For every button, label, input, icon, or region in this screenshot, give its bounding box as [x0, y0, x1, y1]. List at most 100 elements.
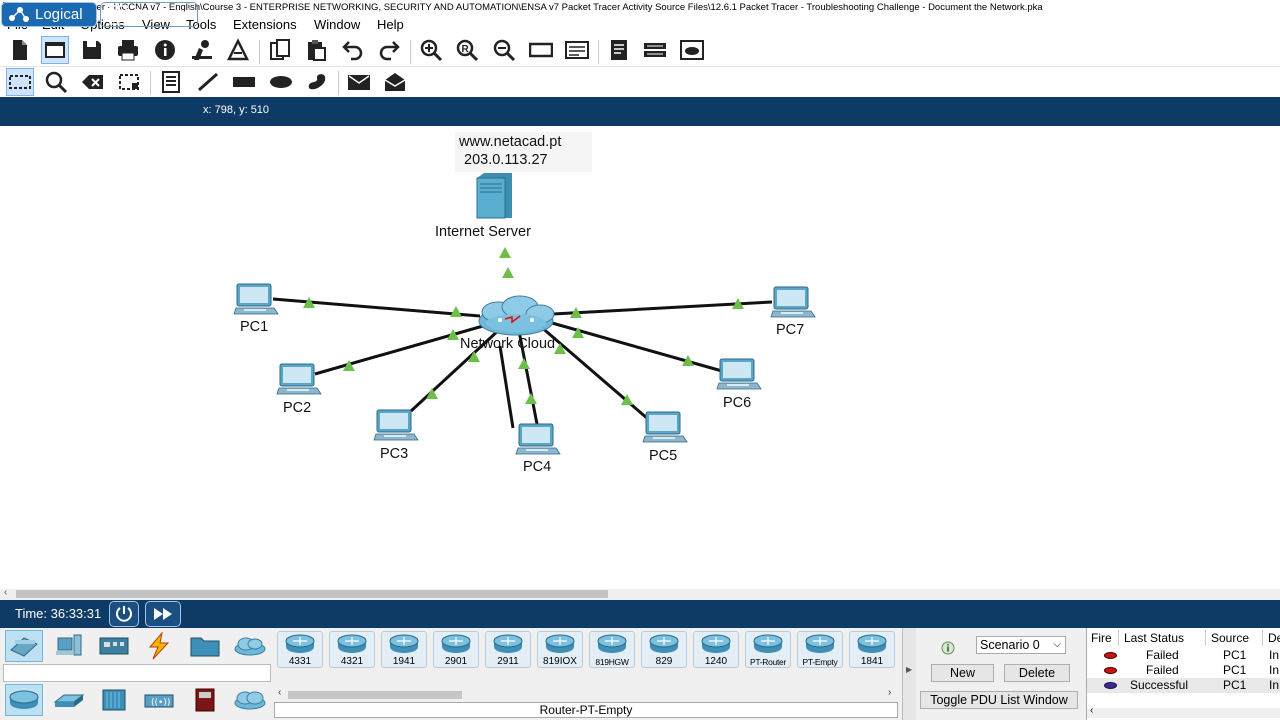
- scroll-left-arrow-icon[interactable]: ‹: [1090, 705, 1094, 716]
- logical-view-tab[interactable]: Logical: [1, 2, 97, 27]
- wireless-devices-subcategory-icon[interactable]: ((•)): [140, 684, 178, 716]
- device-819iox[interactable]: 819IOX: [537, 631, 583, 668]
- pc-icon[interactable]: [716, 358, 762, 390]
- view-notes-icon[interactable]: [605, 36, 633, 64]
- network-devices-category-icon[interactable]: [5, 630, 43, 662]
- scroll-thumb[interactable]: [288, 691, 462, 699]
- pdu-source: PC1: [1223, 648, 1247, 662]
- pdu-list-scrollbar[interactable]: ‹: [1087, 705, 1280, 718]
- switches-subcategory-icon[interactable]: [50, 684, 88, 716]
- device-2911[interactable]: 2911: [485, 631, 531, 668]
- drawing-palette-icon[interactable]: [527, 36, 555, 64]
- paste-icon[interactable]: [302, 36, 330, 64]
- scenario-select[interactable]: Scenario 0 ⌵: [976, 636, 1066, 654]
- device-pt-empty[interactable]: PT-Empty: [797, 631, 843, 668]
- device-4321[interactable]: 4321: [329, 631, 375, 668]
- device-model-label: 4321: [340, 656, 364, 667]
- custom-device-icon[interactable]: [224, 36, 252, 64]
- device-1240[interactable]: 1240: [693, 631, 739, 668]
- security-subcategory-icon[interactable]: [186, 684, 224, 716]
- link-up-triangle: [572, 327, 584, 338]
- pdu-status: Failed: [1146, 663, 1179, 677]
- copy-icon[interactable]: [266, 36, 294, 64]
- menu-extensions[interactable]: Extensions: [233, 17, 297, 32]
- device-gallery-scrollbar[interactable]: ‹ ›: [276, 687, 896, 700]
- panel-splitter[interactable]: ▶: [902, 628, 916, 720]
- zoom-reset-icon[interactable]: R: [453, 36, 481, 64]
- redo-icon[interactable]: [375, 36, 403, 64]
- device-pt-router[interactable]: PT-Router: [745, 631, 791, 668]
- device-1841[interactable]: 1841: [849, 631, 895, 668]
- device-829[interactable]: 829: [641, 631, 687, 668]
- zoom-in-icon[interactable]: [417, 36, 445, 64]
- scroll-right-arrow-icon[interactable]: ›: [888, 687, 892, 698]
- physical-view-tab[interactable]: Physical: [100, 2, 198, 27]
- scroll-left-arrow-icon[interactable]: ‹: [278, 687, 282, 698]
- device-819hgw[interactable]: 819HGW: [589, 631, 635, 668]
- expand-arrow-icon[interactable]: ▶: [906, 665, 913, 674]
- components-category-icon[interactable]: [95, 630, 133, 662]
- scenario-info-icon[interactable]: [941, 641, 955, 655]
- routers-subcategory-icon[interactable]: [5, 684, 43, 716]
- add-simple-pdu-icon[interactable]: [345, 68, 373, 96]
- fire-indicator-icon[interactable]: [1104, 652, 1117, 659]
- pdu-row[interactable]: Failed PC1 In: [1087, 663, 1280, 678]
- fire-indicator-icon[interactable]: [1104, 667, 1117, 674]
- place-note-icon[interactable]: [157, 68, 185, 96]
- power-cycle-devices-button[interactable]: [109, 601, 139, 627]
- bottom-panel: ((•)) 4331 4321 1941 2901 2911 819IOX 81…: [0, 628, 1280, 720]
- delete-scenario-button[interactable]: Delete: [1004, 664, 1070, 682]
- pc-icon[interactable]: [373, 409, 419, 441]
- device-1941[interactable]: 1941: [381, 631, 427, 668]
- inspect-tool-icon[interactable]: [42, 68, 70, 96]
- custom-device-dialog-icon[interactable]: [563, 36, 591, 64]
- new-scenario-button[interactable]: New: [931, 664, 994, 682]
- scroll-thumb[interactable]: [16, 590, 608, 598]
- select-tool-icon[interactable]: [6, 68, 34, 96]
- menu-help[interactable]: Help: [377, 17, 404, 32]
- end-devices-category-icon[interactable]: [50, 630, 88, 662]
- pc-icon[interactable]: [515, 423, 561, 455]
- pdu-destination: In: [1269, 678, 1280, 692]
- scroll-left-arrow-icon[interactable]: ‹: [4, 587, 8, 598]
- device-2901[interactable]: 2901: [433, 631, 479, 668]
- multiuser-category-icon[interactable]: [231, 630, 269, 662]
- pc-icon[interactable]: [770, 286, 816, 318]
- pc1-label: PC1: [240, 319, 269, 335]
- resize-shape-icon[interactable]: [115, 68, 143, 96]
- connections-category-icon[interactable]: [140, 630, 178, 662]
- zoom-out-icon[interactable]: [490, 36, 518, 64]
- menu-view[interactable]: View: [142, 17, 170, 32]
- print-icon[interactable]: [114, 36, 142, 64]
- draw-ellipse-icon[interactable]: [267, 68, 295, 96]
- add-complex-pdu-icon[interactable]: [381, 68, 409, 96]
- workspace-horizontal-scrollbar[interactable]: ‹: [0, 587, 1280, 600]
- network-info-icon[interactable]: [641, 36, 669, 64]
- info-icon[interactable]: [151, 36, 179, 64]
- draw-line-icon[interactable]: [194, 68, 222, 96]
- pdu-row[interactable]: Failed PC1 In: [1087, 648, 1280, 663]
- undo-icon[interactable]: [339, 36, 367, 64]
- pc-icon[interactable]: [233, 283, 279, 315]
- save-icon[interactable]: [78, 36, 106, 64]
- fire-indicator-icon[interactable]: [1104, 682, 1117, 689]
- toggle-pdu-list-button[interactable]: Toggle PDU List Window: [920, 691, 1078, 709]
- pc-icon[interactable]: [276, 363, 322, 395]
- cluster-view-icon[interactable]: [678, 36, 706, 64]
- pdu-row[interactable]: Successful PC1 In: [1087, 678, 1280, 693]
- device-4331[interactable]: 4331: [277, 631, 323, 668]
- logical-workspace[interactable]: www.netacad.pt 203.0.113.27 Internet Ser…: [0, 126, 1280, 589]
- freeform-icon[interactable]: [303, 68, 331, 96]
- draw-rectangle-icon[interactable]: [230, 68, 258, 96]
- menu-tools[interactable]: Tools: [186, 17, 217, 32]
- new-file-icon[interactable]: [6, 36, 34, 64]
- hubs-subcategory-icon[interactable]: [95, 684, 133, 716]
- fast-forward-time-button[interactable]: [145, 601, 181, 627]
- pc-icon[interactable]: [642, 411, 688, 443]
- wan-emulation-subcategory-icon[interactable]: [231, 684, 269, 716]
- menu-window[interactable]: Window: [314, 17, 361, 32]
- activity-wizard-icon[interactable]: [188, 36, 216, 64]
- miscellaneous-category-icon[interactable]: [186, 630, 224, 662]
- open-file-icon[interactable]: [41, 36, 69, 64]
- delete-tool-icon[interactable]: [79, 68, 107, 96]
